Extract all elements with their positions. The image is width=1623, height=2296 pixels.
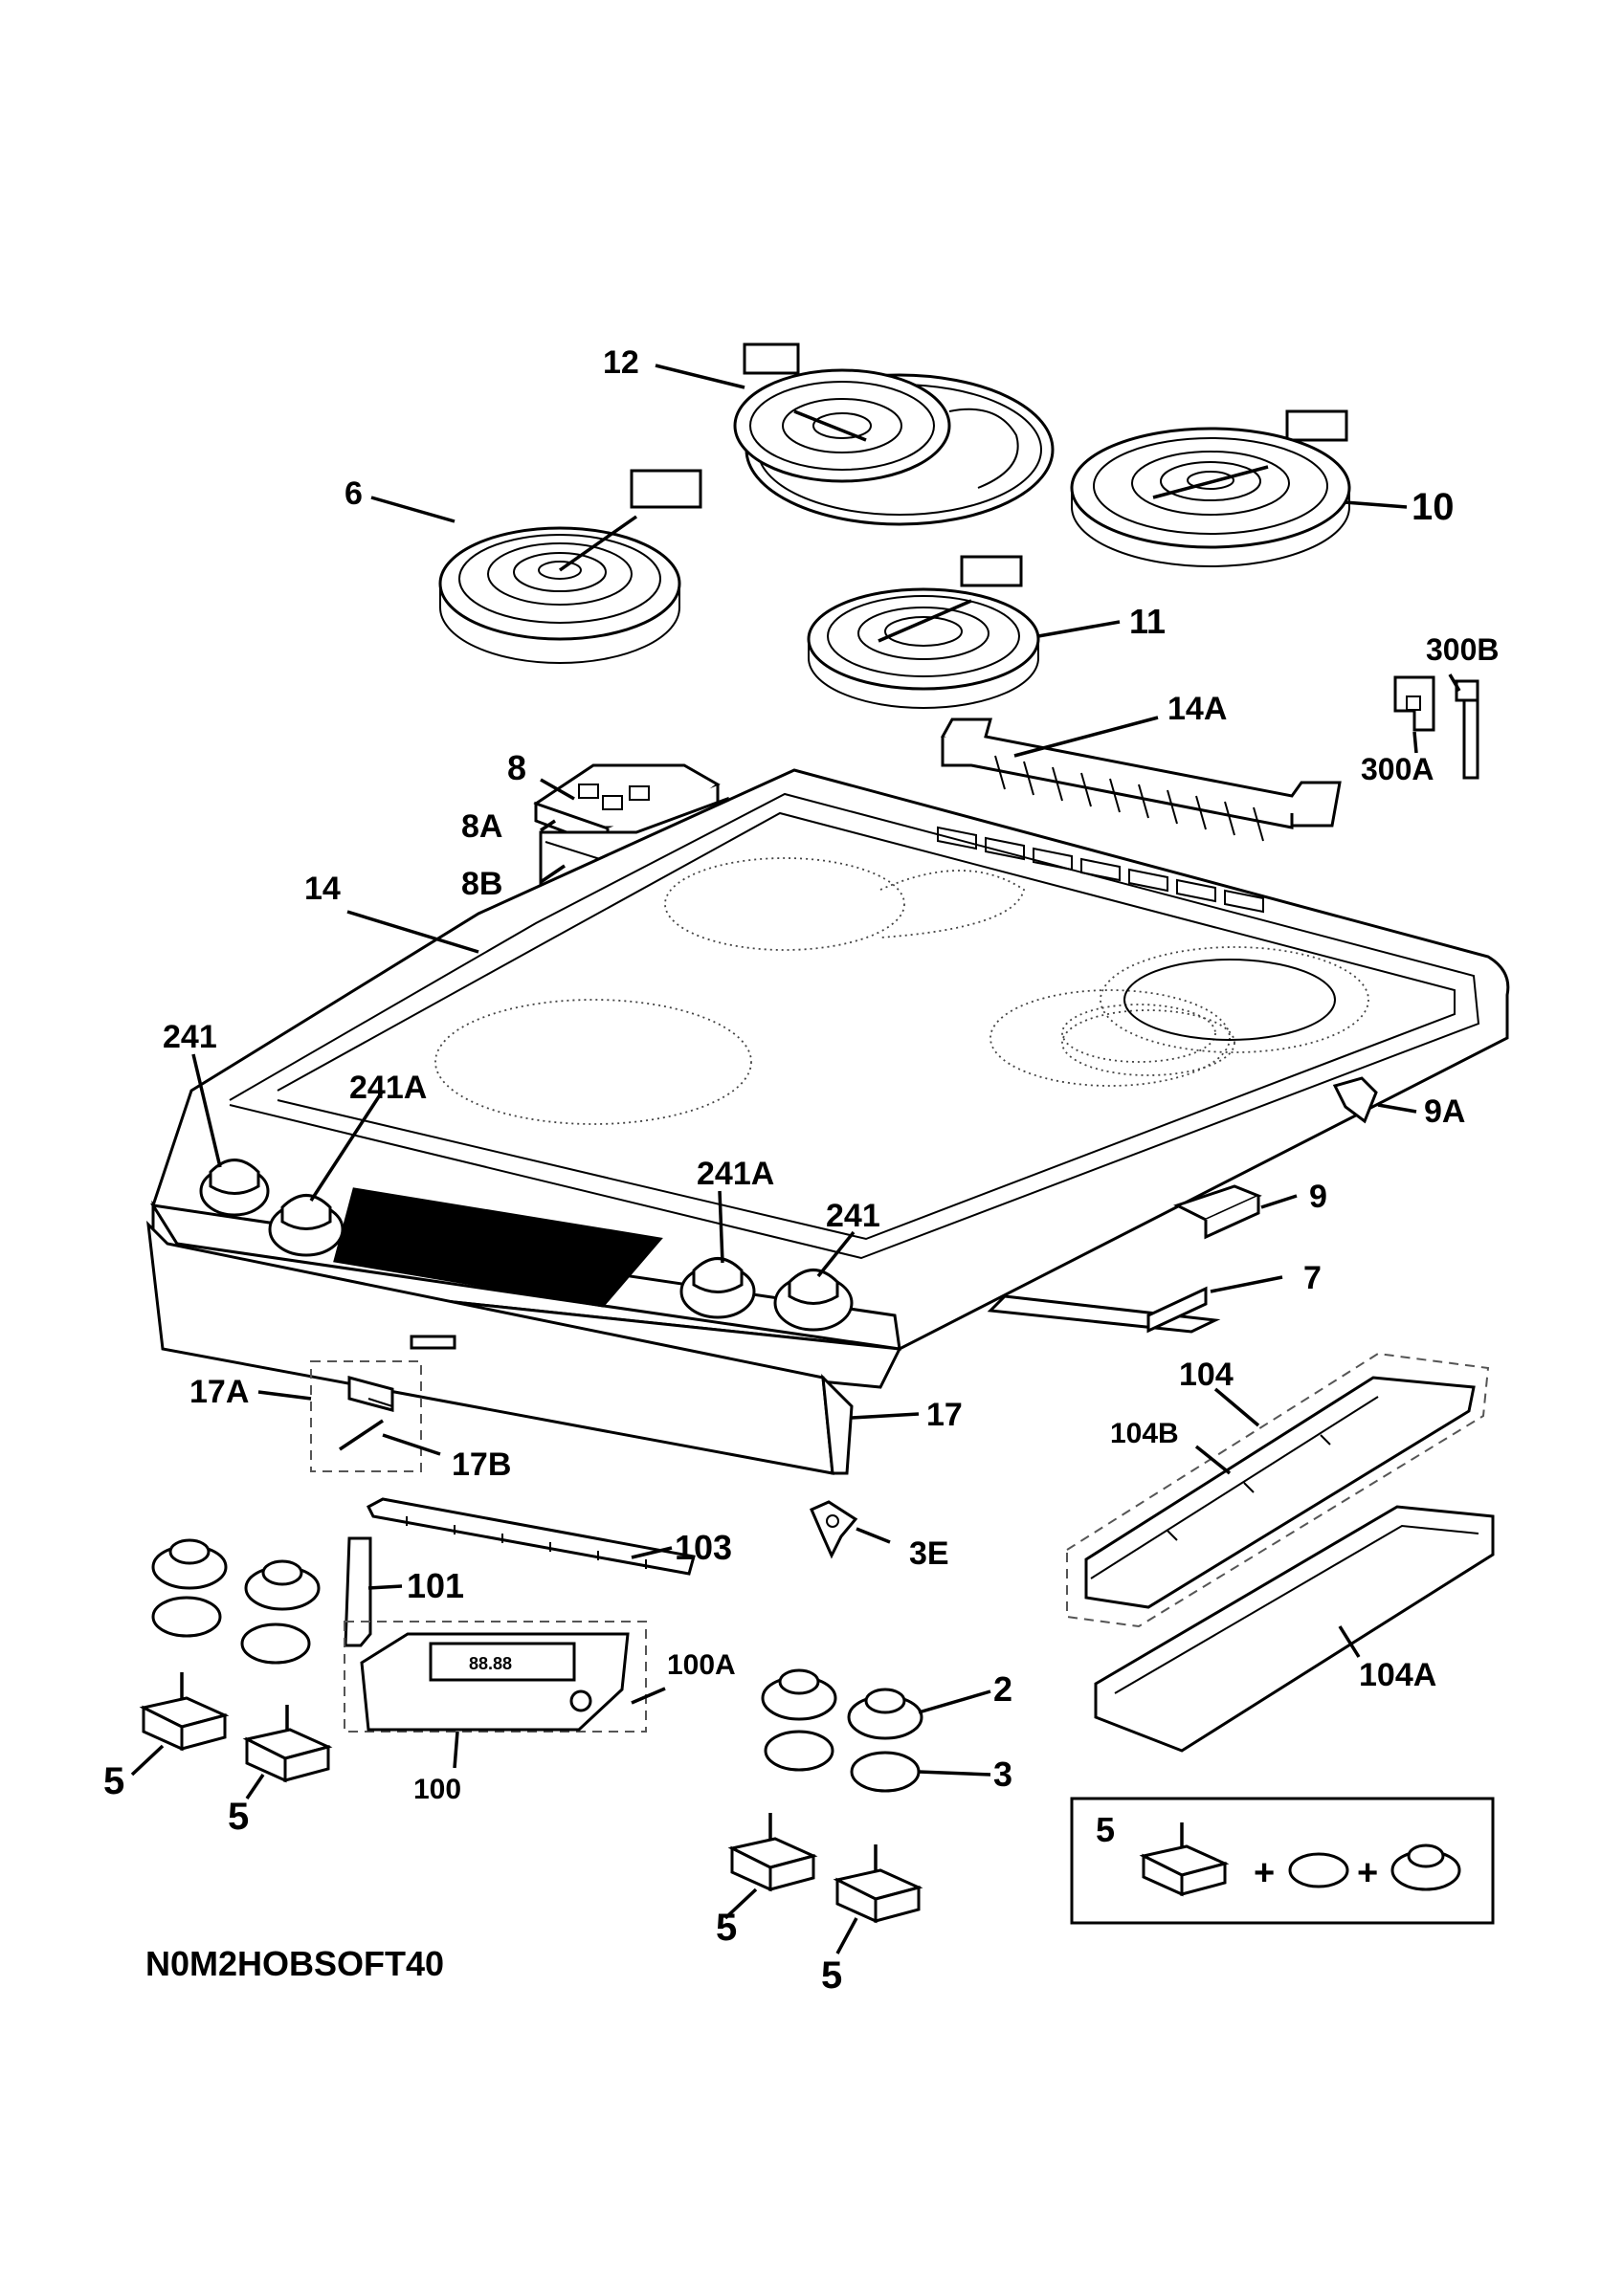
switch-5d [833, 1844, 923, 1924]
callout-7: 7 [1303, 1260, 1322, 1296]
knob-241-right [773, 1269, 854, 1332]
callout-300A: 300A [1361, 752, 1434, 786]
knob-241A-left [268, 1194, 345, 1257]
knob-241A-right [679, 1257, 756, 1319]
callout-241-right: 241 [826, 1198, 880, 1234]
callout-241A-right: 241A [697, 1156, 774, 1192]
callout-300B: 300B [1426, 632, 1500, 667]
callout-5-c: 5 [716, 1907, 737, 1949]
callout-5-d: 5 [821, 1954, 842, 1997]
knob-base-2c [761, 1668, 837, 1721]
callout-100: 100 [413, 1774, 461, 1805]
callout-8B: 8B [461, 866, 502, 902]
vent-slots [937, 826, 1264, 914]
callout-241A-left: 241A [349, 1070, 427, 1106]
switch-5b [242, 1705, 333, 1783]
kit-box-5: + + [1070, 1797, 1495, 1925]
callout-17A: 17A [189, 1374, 249, 1410]
switch-5c [727, 1813, 818, 1892]
callout-6: 6 [345, 475, 363, 512]
ribbon-cable-101 [344, 1536, 372, 1647]
callout-5-a: 5 [103, 1760, 124, 1802]
callout-14: 14 [304, 871, 341, 907]
leader-lines [130, 364, 1461, 1954]
spacer-3d [850, 1751, 921, 1793]
heating-element-6 [438, 469, 702, 664]
callout-17: 17 [926, 1397, 963, 1433]
callout-5-kit: 5 [1096, 1810, 1115, 1849]
callout-104: 104 [1179, 1357, 1234, 1393]
callout-3E: 3E [909, 1535, 949, 1572]
heating-element-10 [1070, 409, 1351, 567]
callout-11: 11 [1129, 602, 1166, 641]
spacer-3a [151, 1596, 222, 1638]
callout-103: 103 [675, 1528, 732, 1567]
callout-101: 101 [407, 1566, 464, 1605]
callout-104A: 104A [1359, 1657, 1436, 1693]
bracket-300A [1393, 675, 1435, 732]
knob-base-2d [847, 1688, 923, 1740]
part-3E [810, 1500, 858, 1559]
callout-9A: 9A [1424, 1093, 1465, 1130]
spacer-3b [240, 1623, 311, 1665]
display-readout: 88.88 [469, 1654, 512, 1673]
knob-241-left [199, 1159, 270, 1217]
heating-element-12 [733, 342, 1055, 526]
callout-8A: 8A [461, 808, 502, 845]
strip-7 [987, 1286, 1221, 1334]
display-board-100: 88.88 [344, 1621, 647, 1733]
callout-10: 10 [1412, 486, 1455, 528]
switch-5a [139, 1672, 230, 1752]
bracket-300B [1455, 679, 1479, 780]
panel-103 [367, 1497, 696, 1576]
callout-100A: 100A [667, 1649, 736, 1681]
callout-14A: 14A [1167, 691, 1227, 727]
knob-base-2a [151, 1538, 228, 1590]
diagram-code: N0M2HOBSOFT40 [145, 1944, 444, 1983]
sensor-kit-17A-17B [310, 1360, 422, 1472]
knob-base-2b [244, 1559, 321, 1611]
clip-9A [1332, 1076, 1378, 1124]
front-trim-17 [146, 1220, 854, 1475]
heating-element-11 [807, 555, 1040, 709]
callout-8: 8 [507, 748, 526, 787]
spacer-3c [764, 1730, 834, 1772]
kit-plus-2: + [1357, 1853, 1378, 1893]
callout-5-b: 5 [228, 1796, 249, 1838]
control-box-104 [1066, 1352, 1490, 1628]
callout-9: 9 [1309, 1179, 1327, 1215]
callout-104B: 104B [1110, 1418, 1179, 1449]
callout-17B: 17B [452, 1446, 511, 1483]
callout-241-left: 241 [163, 1019, 217, 1055]
callout-2: 2 [993, 1669, 1012, 1709]
callout-3: 3 [993, 1755, 1012, 1794]
kit-plus-1: + [1254, 1853, 1275, 1893]
callout-labels: 12 6 10 11 300B 14A 300A 8 8A 8B 14 241 … [103, 344, 1500, 1997]
rear-vent-14A [941, 718, 1342, 842]
bracket-9 [1173, 1184, 1262, 1240]
callout-12: 12 [603, 344, 639, 381]
cover-104A [1094, 1505, 1495, 1753]
